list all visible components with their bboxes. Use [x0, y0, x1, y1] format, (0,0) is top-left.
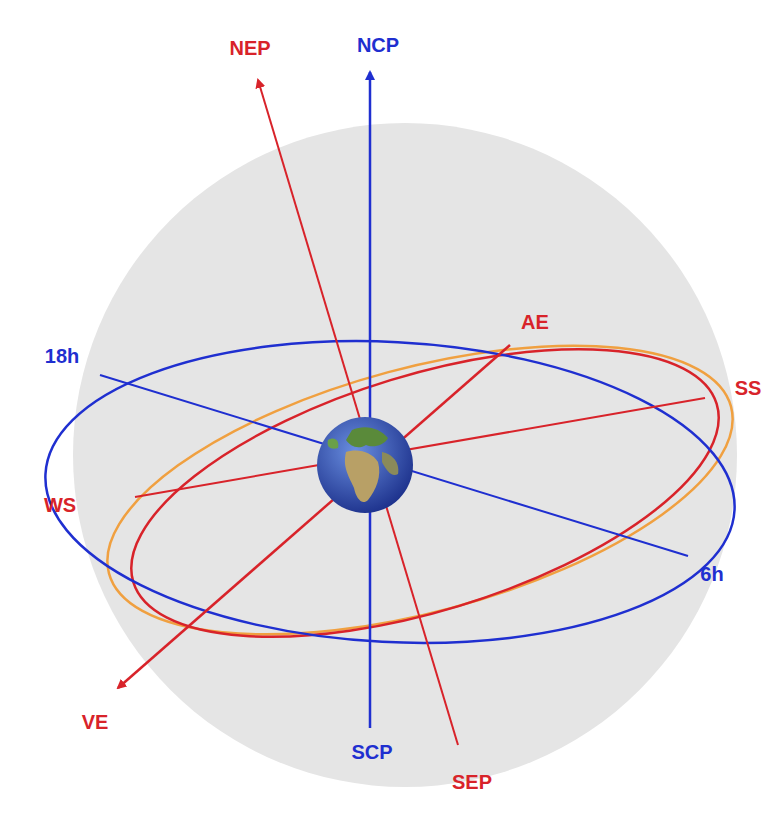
- ecliptic-pole-axis: [258, 80, 458, 745]
- ecliptic-orbit: [77, 289, 762, 691]
- land: [345, 450, 379, 502]
- sphere: [73, 123, 737, 787]
- axis-label: 6h: [700, 563, 723, 586]
- axis-label: SS: [735, 377, 762, 400]
- earth-disc: [317, 417, 413, 513]
- land: [328, 438, 339, 448]
- celestial-pole-axis: [369, 72, 372, 728]
- axis-label: VE: [82, 711, 109, 734]
- land: [346, 427, 388, 447]
- axis-label: NEP: [229, 37, 270, 60]
- equinox-line: [118, 345, 510, 688]
- axis-label: AE: [521, 311, 549, 334]
- axis-label: WS: [44, 494, 76, 517]
- axis-label: SEP: [452, 771, 492, 794]
- earth: [317, 417, 413, 513]
- land: [382, 452, 398, 475]
- celestial-equator: [38, 324, 743, 660]
- axis-label: SCP: [351, 741, 392, 764]
- axis-label: 18h: [45, 345, 79, 368]
- solstice-line: [135, 398, 705, 497]
- axis-label: NCP: [357, 34, 399, 57]
